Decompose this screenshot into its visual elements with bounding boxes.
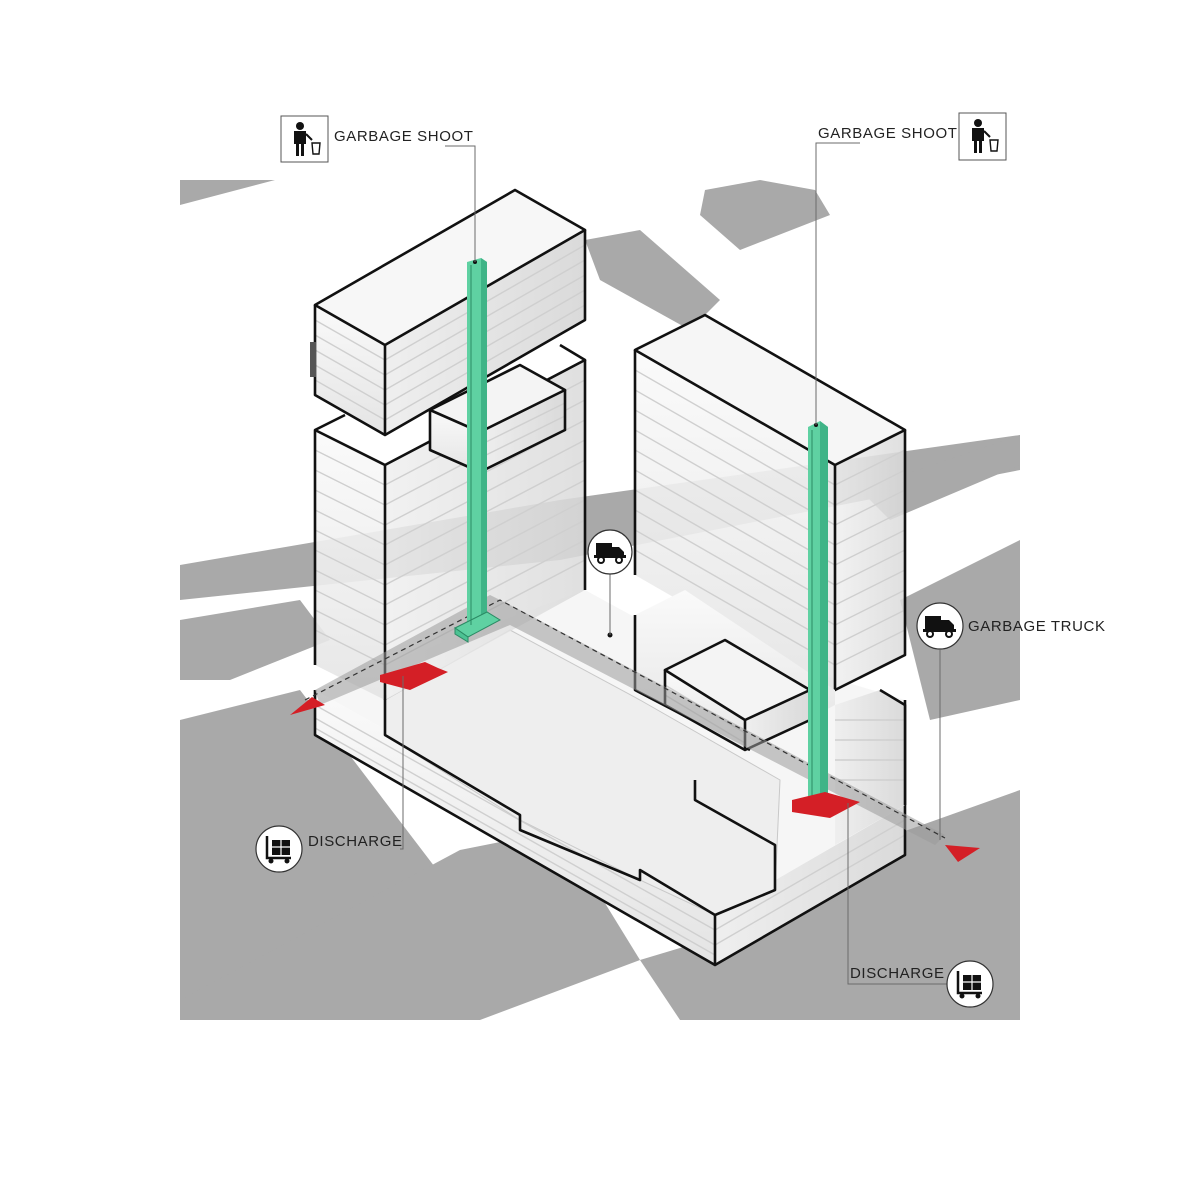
right-lower-floor-lines xyxy=(835,719,905,781)
road-top-left xyxy=(180,180,275,205)
left-top-roof xyxy=(315,190,585,345)
garbage-chute-right xyxy=(808,421,828,808)
road-left-diagonal xyxy=(180,600,330,680)
garbage-shoot-label-right: GARBAGE SHOOT xyxy=(818,112,1007,161)
garbage-truck-text: GARBAGE TRUCK xyxy=(968,618,1106,635)
leader-lines xyxy=(400,142,950,985)
garbage-truck-label: GARBAGE TRUCK xyxy=(916,602,1106,650)
discharge-area-right xyxy=(792,792,860,818)
discharge-label-left: DISCHARGE xyxy=(255,825,403,873)
discharge-text-left: DISCHARGE xyxy=(308,833,403,850)
right-tower xyxy=(633,313,907,692)
discharge-area-left xyxy=(380,662,448,690)
garbage-truck-icon xyxy=(916,602,964,650)
right-tower-roof xyxy=(635,315,905,465)
direction-arrow-icon xyxy=(290,697,325,715)
trash-cart-icon xyxy=(946,960,994,1008)
road-top-right-cluster xyxy=(700,180,830,250)
discharge-text-right: DISCHARGE xyxy=(850,965,945,982)
podium-right-face xyxy=(715,805,905,965)
trash-cart-icon xyxy=(255,825,303,873)
discharge-label-right: DISCHARGE xyxy=(850,960,994,1008)
person-disposing-trash-icon xyxy=(280,115,329,163)
podium-left-face xyxy=(315,690,715,965)
right-tower-side-face xyxy=(835,430,905,690)
person-disposing-trash-icon xyxy=(958,112,1007,161)
road-bottom-band xyxy=(180,830,640,1020)
garbage-chute-left xyxy=(454,258,502,643)
courtyard-outline xyxy=(383,695,777,917)
podium-floor-lines xyxy=(314,704,906,956)
garbage-shoot-text-right: GARBAGE SHOOT xyxy=(818,125,958,142)
garbage-shoot-text-left: GARBAGE SHOOT xyxy=(334,128,474,145)
direction-arrow-icon xyxy=(945,845,980,862)
left-lower-front-face xyxy=(315,430,385,700)
garbage-truck-icon xyxy=(587,529,633,575)
garbage-shoot-label-left: GARBAGE SHOOT xyxy=(280,115,474,163)
road-diagonal-top xyxy=(585,230,720,330)
road-bottom-right xyxy=(640,900,900,1020)
right-tower-floor-lines xyxy=(634,369,906,666)
right-tower-front-face xyxy=(635,350,835,690)
